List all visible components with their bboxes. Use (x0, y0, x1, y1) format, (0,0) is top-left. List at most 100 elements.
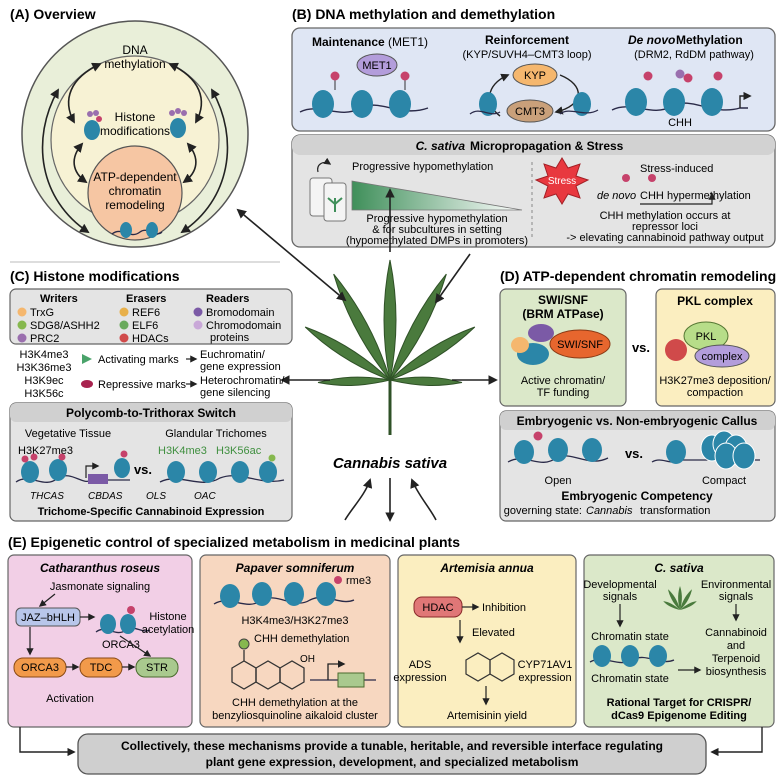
conclusion-line-1: Collectively, these mechanisms provide a… (121, 739, 663, 753)
pkl-caption-1: H3K27me3 deposition/ (659, 375, 771, 387)
swi-caption-2: TF funding (537, 387, 590, 399)
orca3-label: ORCA3 (21, 662, 59, 674)
tdc-label: TDC (90, 662, 113, 674)
reinf-dna-left (469, 110, 501, 115)
atp-label-2: chromatin (109, 184, 162, 198)
papaver-methyl-mark (334, 576, 342, 584)
reinforcement-title: Reinforcement (485, 33, 569, 47)
stress-label: Stress (548, 176, 576, 187)
chh-line-3: -> elevating cannabinoid pathway output (566, 232, 763, 244)
maint-methyl-mark-2 (400, 71, 410, 81)
dna-methylation-label-1: DNA (122, 43, 147, 57)
catharanthus-box (7, 554, 193, 728)
gene-3: OLS (146, 491, 166, 502)
maint-nucleosome-3 (389, 90, 411, 118)
governing-state-italic: Cannabis (586, 505, 633, 517)
compact-label: Compact (702, 475, 746, 487)
papaver-rme3: rme3 (346, 575, 371, 587)
mark-1: H3K4me3 (20, 349, 69, 361)
and-label: and (727, 640, 745, 652)
center-cannabis: Cannabis sativa (236, 188, 498, 522)
chh-line-2: repressor loci (632, 221, 698, 233)
reader-dot-2 (193, 320, 203, 330)
gland-mark-1 (268, 454, 276, 462)
mark-3: H3K9ec (24, 375, 64, 387)
csativa-nucleosome-2 (621, 645, 639, 667)
dna-methylation-label-2: methylation (104, 57, 165, 71)
stress-induced-label: Stress-induced (640, 163, 713, 175)
papaver-caption-2: benzyliosquinoline aikaloid cluster (212, 710, 378, 722)
kyp-label: KYP (524, 70, 546, 82)
jars-arrow (317, 157, 332, 173)
micro-title-rest: Micropropagation & Stress (470, 139, 624, 153)
eraser-dot-1 (119, 307, 129, 317)
cath-jasmonate: Jasmonate signaling (50, 581, 150, 593)
euchromatin-label-1: Euchromatin/ (200, 349, 266, 361)
footer-right-arrow (710, 727, 763, 757)
papaver-nucleosome-1 (220, 584, 240, 608)
cath-acetyl-mark (127, 606, 135, 614)
open-nucleosome-1 (514, 440, 534, 464)
footer: Collectively, these mechanisms provide a… (19, 727, 763, 775)
heterochromatin-label-1: Heterochromatin/ (200, 375, 285, 387)
complex-label: complex (702, 351, 743, 363)
pkl-title: PKL complex (677, 294, 753, 308)
embryogenic-competency: Embryogenic Competency (561, 489, 713, 503)
histone-nucleosome-right (169, 108, 187, 138)
cath-histone-label-2: acetylation (142, 624, 195, 636)
denovo-title-rest: Methylation (676, 33, 743, 47)
denovo-nucleosome-1 (625, 88, 647, 116)
papaver-caption-1: CHH demethylation at the (232, 697, 358, 709)
denovo-methyl-1 (643, 71, 653, 81)
denovo-nucleosome-3 (701, 88, 723, 116)
crispr-target-1: Rational Target for CRISPR/ (607, 697, 752, 709)
biosynthesis-label: biosynthesis (706, 666, 767, 678)
met1-label: MET1 (362, 60, 391, 72)
eraser-dot-2 (119, 320, 129, 330)
denovo-title-italic: De novo (628, 33, 675, 47)
atp-label-3: remodeling (105, 198, 164, 212)
reinf-nucleosome-2 (573, 92, 591, 116)
prog-line-1: Progressive hypomethylation (366, 213, 507, 225)
maint-nucleosome-1 (312, 90, 334, 118)
arrow-center-to-a (236, 208, 347, 302)
repressive-label: Repressive marks (98, 379, 187, 391)
stress-box-header (292, 135, 775, 155)
veg-mark-3 (58, 453, 66, 461)
inhibition-label: Inhibition (482, 602, 526, 614)
chromatin-state-1: Chromatin state (591, 631, 669, 643)
gene-1: THCAS (30, 491, 64, 502)
panel-a-title: (A) Overview (10, 6, 96, 22)
pkl-label: PKL (696, 331, 717, 343)
eraser-dot-3 (119, 333, 129, 343)
veg-mark-1 (21, 455, 29, 463)
cmt3-enzyme (506, 99, 554, 123)
open-label: Open (545, 475, 572, 487)
chromatin-to-str-arrow (119, 635, 152, 657)
swi-complex-part-3 (528, 324, 554, 342)
cath-title: Catharanthus roseus (40, 561, 160, 575)
swisnf-enzyme-label: SWI/SNF (557, 339, 603, 351)
writers-erasers-readers-box (9, 288, 293, 345)
cannabis-leaf-icon (304, 259, 476, 435)
swi-complex-part-2 (511, 337, 529, 353)
denovo-methyl-2 (675, 69, 685, 79)
denovo-subtitle: (DRM2, RdDM pathway) (634, 49, 754, 61)
arrow-c-to-center (344, 478, 373, 521)
pkl-caption-2: compaction (687, 387, 743, 399)
mark-2: H3K36me3 (16, 362, 71, 374)
papaver-nucleosome-2 (252, 582, 272, 606)
ads-label-2: expression (393, 672, 446, 684)
panel-b: (B) DNA methylation and demethylation Ma… (291, 6, 776, 248)
kyp-enzyme (512, 63, 558, 87)
gland-nucleosome-3 (231, 461, 249, 483)
denovo-methyl-3 (683, 73, 693, 83)
env-signals-2: signals (719, 591, 754, 603)
governing-state-end: transformation (640, 505, 710, 517)
prog-hypo-label: Progressive hypomethylation (352, 161, 493, 173)
writer-dot-2 (17, 320, 27, 330)
panel-d: (D) ATP-dependent chromatin remodeling S… (499, 268, 776, 522)
erasers-heading: Erasers (126, 293, 166, 305)
chh2-label: CHH (640, 190, 664, 202)
